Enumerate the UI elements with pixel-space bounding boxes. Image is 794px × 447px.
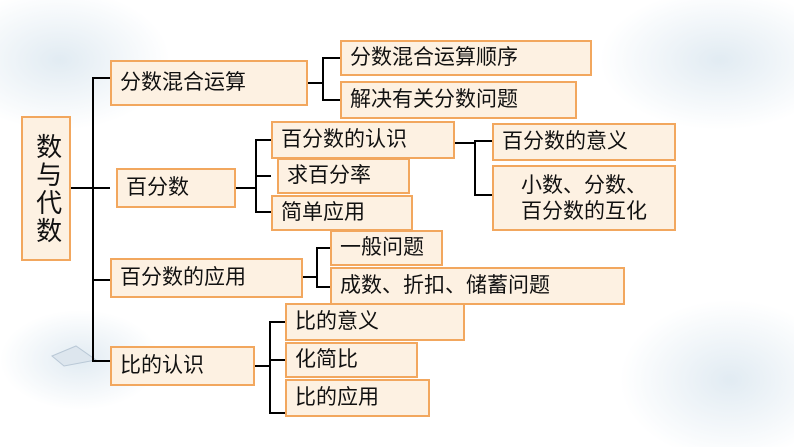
- leaf-percent-meaning: 百分数的意义: [492, 123, 676, 161]
- conversion-line-1: 小数、分数、: [521, 172, 647, 197]
- root-node: 数与代数: [21, 116, 71, 261]
- leaf-simplify-ratio: 化简比: [285, 342, 418, 378]
- leaf-simple-application: 简单应用: [271, 195, 413, 231]
- leaf-ratio-meaning: 比的意义: [285, 303, 465, 341]
- leaf-discount-savings-problems: 成数、折扣、储蓄问题: [330, 267, 625, 305]
- node-percent-understanding: 百分数的认识: [271, 121, 455, 159]
- leaf-ratio-application: 比的应用: [285, 379, 430, 417]
- branch-percent-application: 百分数的应用: [110, 258, 303, 298]
- branch-ratio: 比的认识: [110, 346, 255, 386]
- branch-fraction-operations: 分数混合运算: [110, 60, 308, 106]
- leaf-fraction-problems: 解决有关分数问题: [340, 81, 577, 119]
- leaf-fraction-order: 分数混合运算顺序: [340, 40, 592, 76]
- leaf-general-problems: 一般问题: [330, 230, 443, 266]
- branch-percent: 百分数: [116, 168, 236, 208]
- leaf-percent-rate: 求百分率: [277, 158, 410, 194]
- conversion-line-2: 百分数的互化: [521, 199, 647, 223]
- leaf-decimal-fraction-percent-conversion: 小数、分数、 百分数的互化: [492, 165, 676, 231]
